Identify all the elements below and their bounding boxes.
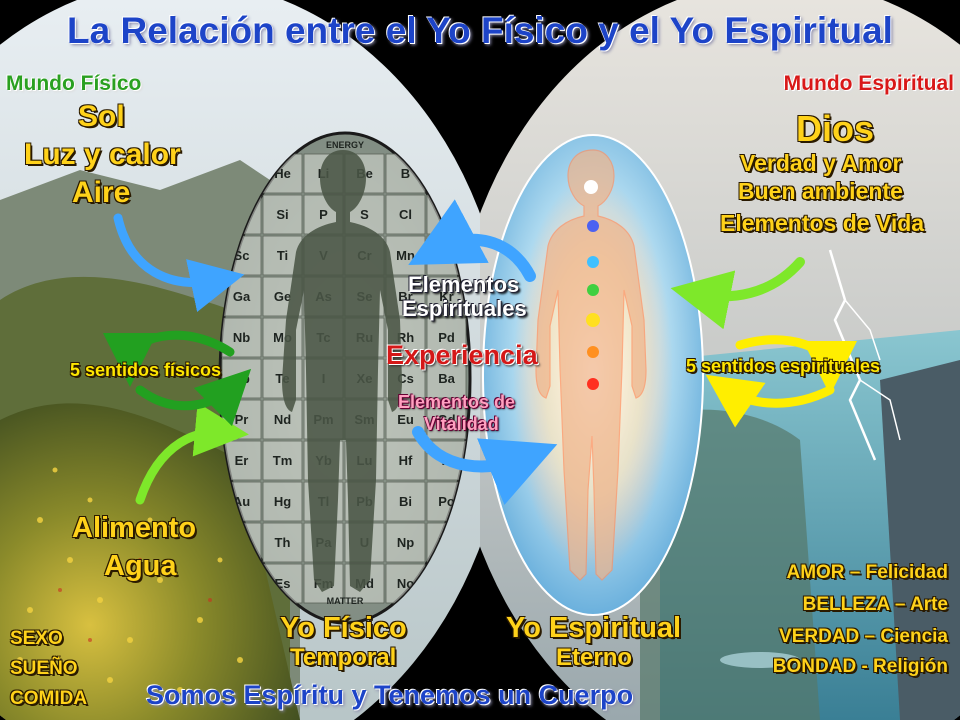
periodic-symbol: Rh [397, 330, 414, 345]
arrow-senses-out-right [735, 335, 857, 395]
matter-label: MATTER [327, 596, 364, 606]
periodic-cell [262, 522, 303, 563]
food-label: Alimento [72, 512, 197, 544]
periodic-symbol: P [319, 207, 328, 222]
periodic-cell [262, 440, 303, 481]
arrow-vitality-elements [412, 426, 558, 505]
physical-world-label: Mundo Físico [6, 72, 142, 95]
center-spiritual-elements-2: Espirituales [402, 296, 527, 321]
periodic-symbol: Nd [274, 412, 291, 427]
periodic-symbol: Sb [233, 371, 250, 386]
periodic-symbol: Ti [277, 248, 288, 263]
center-experience: Experiencia [386, 340, 538, 370]
center-vitality-elements-1: Elementos de [398, 392, 516, 412]
arrow-food-to-body [135, 402, 249, 505]
periodic-symbol: Tm [273, 453, 293, 468]
periodic-symbol: S [360, 207, 369, 222]
spiritual-self-title: Yo Espiritual [506, 612, 682, 644]
periodic-cell [262, 399, 303, 440]
pursuit-goodness: BONDAD - Religión [772, 656, 948, 677]
periodic-symbol: Er [235, 453, 249, 468]
footer-statement: Somos Espíritu y Tenemos un Cuerpo [146, 680, 634, 710]
periodic-symbol: Pd [438, 330, 455, 345]
periodic-symbol: Np [397, 535, 414, 550]
periodic-cell [385, 481, 426, 522]
periodic-cell [385, 522, 426, 563]
periodic-symbol: Kr [439, 289, 453, 304]
pursuit-truth: VERDAD – Ciencia [779, 626, 948, 647]
periodic-cell [426, 358, 467, 399]
periodic-symbol: Po [438, 494, 455, 509]
water-label: Agua [104, 550, 177, 582]
spiritual-senses-label: 5 sentidos espirituales [686, 356, 881, 376]
periodic-symbol: Bi [399, 494, 412, 509]
periodic-symbol: No [397, 576, 414, 591]
center-spiritual-elements-1: Elementos [408, 272, 520, 297]
need-sex: SEXO [10, 628, 63, 649]
periodic-symbol: Br [398, 289, 412, 304]
periodic-cell [385, 440, 426, 481]
periodic-symbol: B [401, 166, 410, 181]
need-food: COMIDA [10, 688, 88, 709]
periodic-symbol: Ga [233, 289, 251, 304]
value-truth-love: Verdad y Amor [740, 150, 902, 176]
spiritual-body-silhouette [535, 149, 647, 581]
periodic-cell [426, 399, 467, 440]
pursuit-love: AMOR – Felicidad [786, 562, 948, 583]
spiritual-self-subtitle: Eterno [556, 644, 633, 671]
periodic-symbol: Hf [399, 453, 413, 468]
spiritual-world-label: Mundo Espiritual [783, 72, 954, 95]
periodic-cell [426, 317, 467, 358]
periodic-symbol: Th [275, 535, 291, 550]
physical-body-silhouette [282, 150, 402, 592]
value-good-environment: Buen ambiente [738, 178, 903, 204]
source-god: Dios [796, 108, 875, 149]
periodic-symbol: Eu [397, 412, 414, 427]
source-air: Aire [72, 176, 131, 209]
diagram-title: La Relación entre el Yo Físico y el Yo E… [67, 10, 893, 51]
source-light-heat: Luz y calor [24, 138, 181, 171]
physical-senses-label: 5 sentidos físicos [70, 360, 222, 380]
chakra-points [584, 180, 600, 390]
periodic-cell [426, 276, 467, 317]
arrow-senses-in-right [705, 374, 835, 428]
value-life-elements: Elementos de Vida [720, 210, 925, 236]
periodic-symbol: Pr [235, 412, 249, 427]
physical-self-subtitle: Temporal [290, 644, 397, 671]
periodic-symbol: Mn [396, 248, 415, 263]
arrow-god-to-spirit [670, 257, 805, 330]
periodic-symbol: Gd [437, 412, 455, 427]
arrow-air-to-body [113, 213, 245, 312]
periodic-symbol: Hg [274, 494, 291, 509]
periodic-symbol: Ge [274, 289, 291, 304]
pursuit-beauty: BELLEZA – Arte [802, 594, 948, 615]
arrow-senses-out-left [103, 330, 235, 387]
periodic-symbol: Cl [399, 207, 412, 222]
periodic-symbol: Si [276, 207, 288, 222]
need-sleep: SUEÑO [10, 658, 78, 679]
periodic-symbol: Nb [233, 330, 250, 345]
periodic-cell [262, 194, 303, 235]
periodic-symbol: Ba [438, 371, 455, 386]
center-vitality-elements-2: Vitalidad [424, 414, 499, 434]
periodic-cell [262, 481, 303, 522]
arrow-senses-in-left [135, 368, 252, 427]
source-sun: Sol [78, 100, 125, 133]
energy-label: ENERGY [326, 140, 364, 150]
arrow-spiritual-elements [408, 199, 536, 282]
physical-self-title: Yo Físico [280, 612, 407, 644]
